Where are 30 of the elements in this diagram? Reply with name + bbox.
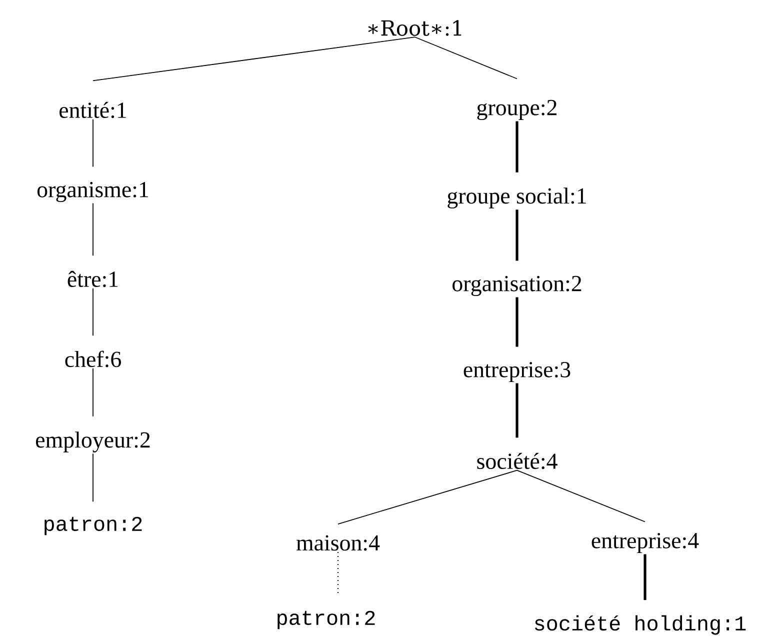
node-label: patron:2 bbox=[278, 610, 375, 630]
node-label: être:1 bbox=[68, 270, 118, 288]
tree-line bbox=[92, 453, 94, 502]
tree-line bbox=[414, 36, 518, 80]
node-label: groupe social:1 bbox=[448, 188, 586, 208]
tree-line bbox=[516, 210, 518, 261]
tree-line bbox=[516, 470, 646, 522]
tree-line bbox=[92, 288, 94, 336]
node-label: entreprise:4 bbox=[592, 532, 699, 554]
node-label: chef:6 bbox=[65, 350, 121, 368]
tree-line bbox=[92, 202, 94, 256]
node-label: société holding:1 bbox=[535, 615, 746, 635]
node-label: patron:2 bbox=[44, 516, 142, 536]
node-label: entreprise:3 bbox=[464, 362, 570, 382]
tree-line bbox=[516, 383, 518, 438]
node-label: groupe:2 bbox=[477, 100, 556, 120]
tree-line bbox=[92, 118, 94, 168]
node-label: maison:4 bbox=[296, 535, 380, 551]
tree-line bbox=[516, 121, 518, 172]
tree-line bbox=[338, 470, 518, 524]
node-label: entité:1 bbox=[60, 102, 126, 118]
node-label: société:4 bbox=[477, 452, 558, 470]
tree-line bbox=[92, 368, 94, 417]
tree-line bbox=[92, 36, 416, 82]
node-label: organisme:1 bbox=[37, 182, 148, 202]
tree-line bbox=[644, 554, 646, 600]
tree-line bbox=[516, 297, 518, 347]
node-label: organisation:2 bbox=[452, 276, 582, 296]
node-label: ∗Root∗:1 bbox=[368, 20, 462, 36]
node-label: employeur:2 bbox=[36, 432, 150, 452]
